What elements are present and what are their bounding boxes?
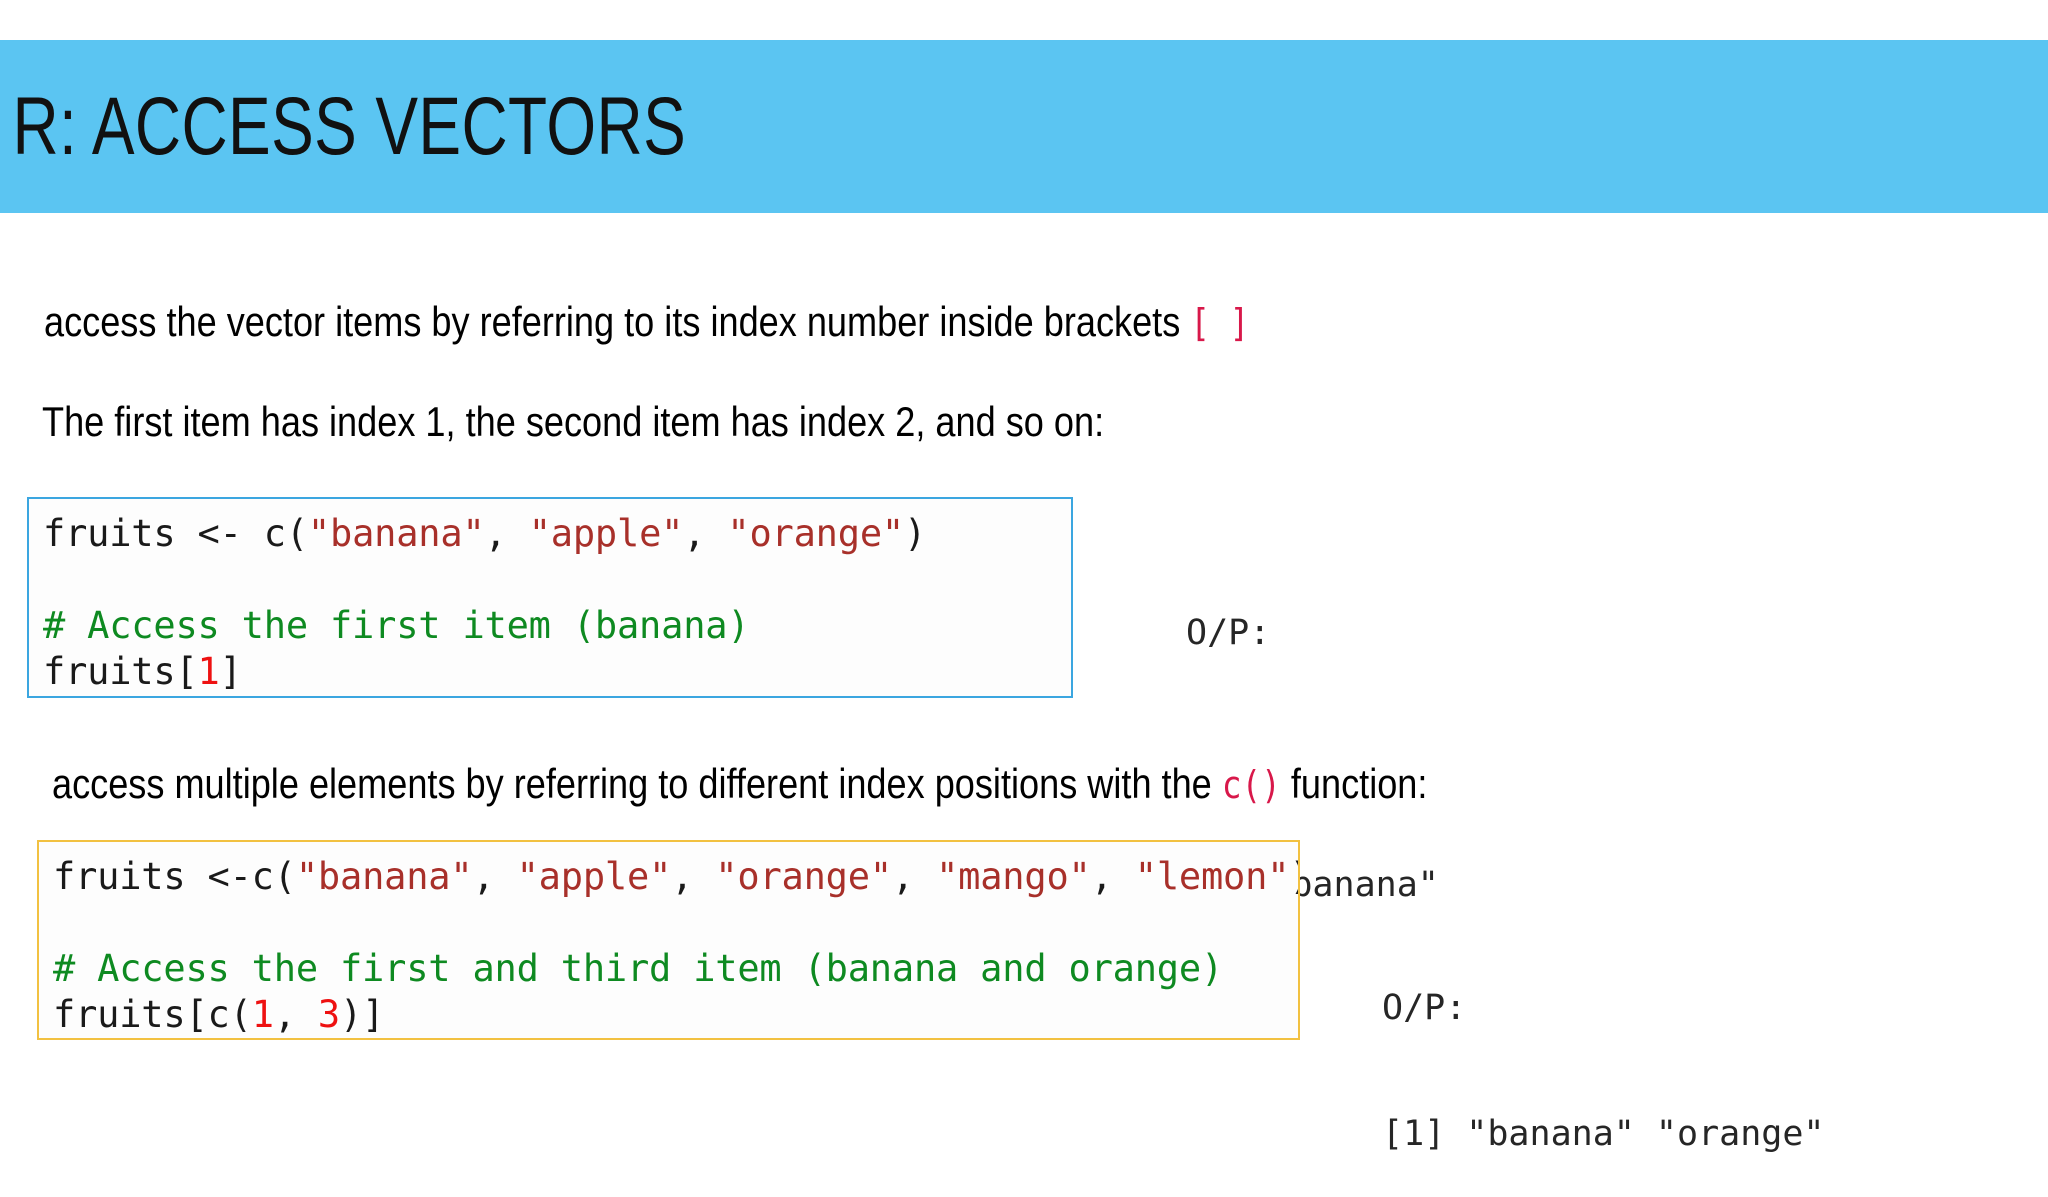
code-token-plain: , [484, 512, 529, 555]
code-token-plain: , [273, 993, 318, 1036]
code-token-number: 3 [317, 993, 340, 1036]
paragraph-1-text: access the vector items by referring to … [44, 298, 1191, 345]
code-line: # Access the first item (banana) [43, 603, 1071, 649]
intro-paragraph-brackets: access the vector items by referring to … [44, 298, 1249, 346]
code-token-number: 1 [197, 650, 220, 693]
code-token-string: "apple" [528, 512, 684, 555]
code-token-plain: )] [340, 993, 385, 1036]
multiple-elements-paragraph: access multiple elements by referring to… [52, 760, 1427, 808]
code-token-plain: , [1090, 855, 1135, 898]
paragraph-3-text-after: function: [1280, 760, 1428, 807]
code-token-string: "banana" [295, 855, 473, 898]
code-line: fruits <- c("banana", "apple", "orange") [43, 511, 1071, 557]
code-token-plain: , [472, 855, 517, 898]
output-label: O/P: [1382, 988, 1467, 1028]
title-banner: R: ACCESS VECTORS [0, 40, 2048, 213]
code-token-string: "apple" [516, 855, 672, 898]
code-token-number: 1 [251, 993, 274, 1036]
code-token-plain: ] [219, 650, 242, 693]
code-token-string: "orange" [715, 855, 892, 898]
code-token-plain: fruits <-c( [53, 855, 296, 898]
code-line: fruits[c(1, 3)] [53, 992, 1298, 1038]
code-token-plain: fruits[c( [53, 993, 252, 1036]
paragraph-3-text-before: access multiple elements by referring to… [52, 760, 1222, 807]
code-block-single-index: fruits <- c("banana", "apple", "orange")… [27, 497, 1073, 698]
code-line [53, 900, 1298, 946]
code-token-plain: , [891, 855, 937, 898]
paragraph-2-text: The first item has index 1, the second i… [42, 398, 1105, 445]
index-explanation-paragraph: The first item has index 1, the second i… [42, 398, 1104, 446]
code-token-comment: # Access the first and third item (banan… [53, 947, 1224, 990]
code-token-plain: fruits[ [43, 650, 198, 693]
code-token-comment: # Access the first item (banana) [43, 604, 750, 647]
code-token-plain: ) [1289, 855, 1298, 898]
code-token-string: "mango" [936, 855, 1091, 898]
code-token-string: "orange" [727, 512, 904, 555]
code-line [43, 557, 1071, 603]
output-label: O/P: [1186, 613, 1271, 653]
code-line: fruits <-c("banana", "apple", "orange", … [53, 854, 1298, 900]
code-block-multiple-index: fruits <-c("banana", "apple", "orange", … [37, 840, 1300, 1040]
page-title: R: ACCESS VECTORS [12, 80, 687, 172]
code-token-plain: , [671, 855, 716, 898]
code-line: # Access the first and third item (banan… [53, 946, 1298, 992]
code-token-string: "lemon" [1134, 855, 1290, 898]
code-token-plain: , [683, 512, 728, 555]
c-function-accent: c() [1221, 763, 1281, 807]
code-line: fruits[1] [43, 649, 1071, 695]
code-token-plain: fruits <- c( [43, 512, 308, 555]
code-token-plain: ) [903, 512, 927, 555]
output-result: [1] "banana" "orange" [1382, 1114, 1825, 1154]
output-block-multiple-index: O/P: [1] "banana" "orange" [1382, 905, 1825, 1197]
brackets-accent: [ ] [1190, 301, 1250, 345]
code-token-string: "banana" [307, 512, 485, 555]
